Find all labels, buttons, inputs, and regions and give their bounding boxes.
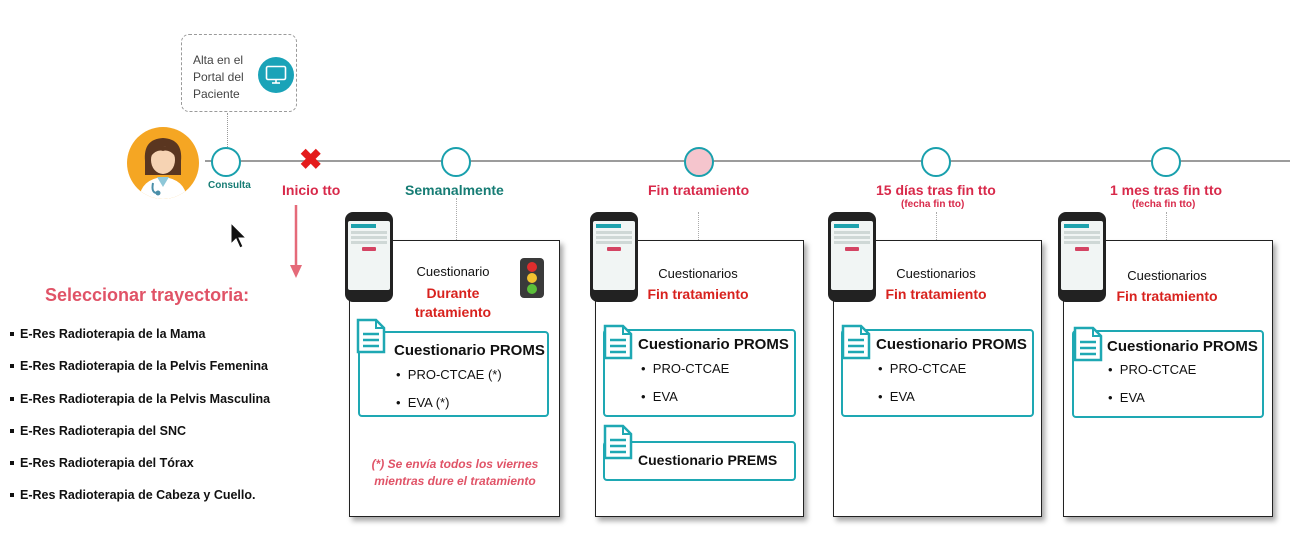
proms-item: • PRO-CTCAE (*) xyxy=(396,367,502,382)
card-subtitle: Durante tratamiento xyxy=(414,285,492,320)
milestone-label: 1 mes tras fin tto xyxy=(1110,182,1223,198)
list-item[interactable]: E-Res Radioterapia del SNC xyxy=(10,424,270,456)
trajectory-title: Seleccionar trayectoria: xyxy=(45,285,250,305)
proms-title: Cuestionario PROMS xyxy=(876,336,1027,353)
list-item[interactable]: E-Res Radioterapia de la Pelvis Femenina xyxy=(10,359,270,391)
proms-item: • EVA xyxy=(641,389,678,404)
list-item[interactable]: E-Res Radioterapia del Tórax xyxy=(10,456,270,488)
list-item[interactable]: E-Res Radioterapia de la Mama xyxy=(10,327,270,359)
proms-title: Cuestionario PROMS xyxy=(394,342,545,359)
doctor-avatar xyxy=(127,127,199,199)
document-icon xyxy=(1073,326,1103,362)
prems-box xyxy=(603,441,796,481)
timeline-node-semanal xyxy=(441,147,471,177)
connector xyxy=(698,212,699,240)
prems-title: Cuestionario PREMS xyxy=(638,452,778,468)
proms-box xyxy=(1072,330,1264,418)
portal-label: Alta en el Portal del Paciente xyxy=(193,53,244,101)
milestone-label: Fin tratamiento xyxy=(648,182,750,198)
card-subtitle: Fin tratamiento xyxy=(885,286,987,302)
timeline-node-consulta xyxy=(211,147,241,177)
timeline-node-fin xyxy=(684,147,714,177)
proms-box xyxy=(603,329,796,417)
portal-box xyxy=(181,34,297,112)
traffic-light-icon xyxy=(519,257,545,304)
card-note: (*) Se envía todos los viernes mientras … xyxy=(371,457,539,488)
connector xyxy=(1166,212,1167,240)
timeline-line xyxy=(205,160,1290,162)
inicio-label: Inicio tto xyxy=(282,182,341,198)
card-title: Cuestionarios xyxy=(1127,268,1207,283)
proms-item: • PRO-CTCAE xyxy=(641,361,730,376)
timeline-node-15dias xyxy=(921,147,951,177)
consulta-label: Consulta xyxy=(208,180,251,191)
milestone-sublabel: (fecha fin tto) xyxy=(1132,199,1196,210)
proms-title: Cuestionario PROMS xyxy=(1107,338,1258,355)
phone-icon xyxy=(590,212,638,302)
phone-icon xyxy=(1058,212,1106,302)
timeline-node-1mes xyxy=(1151,147,1181,177)
proms-item: • PRO-CTCAE xyxy=(1108,362,1197,377)
phone-icon xyxy=(828,212,876,302)
milestone-label: 15 días tras fin tto xyxy=(876,182,996,198)
proms-box xyxy=(358,331,549,417)
document-icon xyxy=(841,324,871,360)
card-subtitle: Fin tratamiento xyxy=(1116,288,1218,304)
connector xyxy=(936,212,937,240)
portal-connector xyxy=(227,113,228,151)
card-subtitle: Fin tratamiento xyxy=(647,286,749,302)
proms-item: • EVA (*) xyxy=(396,395,450,410)
document-icon xyxy=(356,318,386,354)
card-title: Cuestionario xyxy=(416,264,490,279)
phone-icon xyxy=(345,212,393,302)
milestone-sublabel: (fecha fin tto) xyxy=(901,199,965,210)
proms-item: • EVA xyxy=(1108,390,1145,405)
list-item[interactable]: E-Res Radioterapia de Cabeza y Cuello. xyxy=(10,488,270,520)
proms-box xyxy=(841,329,1034,417)
connector xyxy=(456,198,457,240)
document-icon xyxy=(603,324,633,360)
card-title: Cuestionarios xyxy=(658,266,738,281)
milestone-label: Semanalmente xyxy=(405,182,504,198)
cross-icon: ✖ xyxy=(299,144,323,175)
down-arrow-icon xyxy=(289,205,303,285)
proms-title: Cuestionario PROMS xyxy=(638,336,789,353)
trajectory-list: E-Res Radioterapia de la Mama E-Res Radi… xyxy=(10,327,270,521)
monitor-icon xyxy=(258,57,294,93)
card-title: Cuestionarios xyxy=(896,266,976,281)
proms-item: • EVA xyxy=(878,389,915,404)
mouse-cursor-icon xyxy=(230,221,248,255)
document-icon xyxy=(603,424,633,460)
list-item[interactable]: E-Res Radioterapia de la Pelvis Masculin… xyxy=(10,392,270,424)
proms-item: • PRO-CTCAE xyxy=(878,361,967,376)
